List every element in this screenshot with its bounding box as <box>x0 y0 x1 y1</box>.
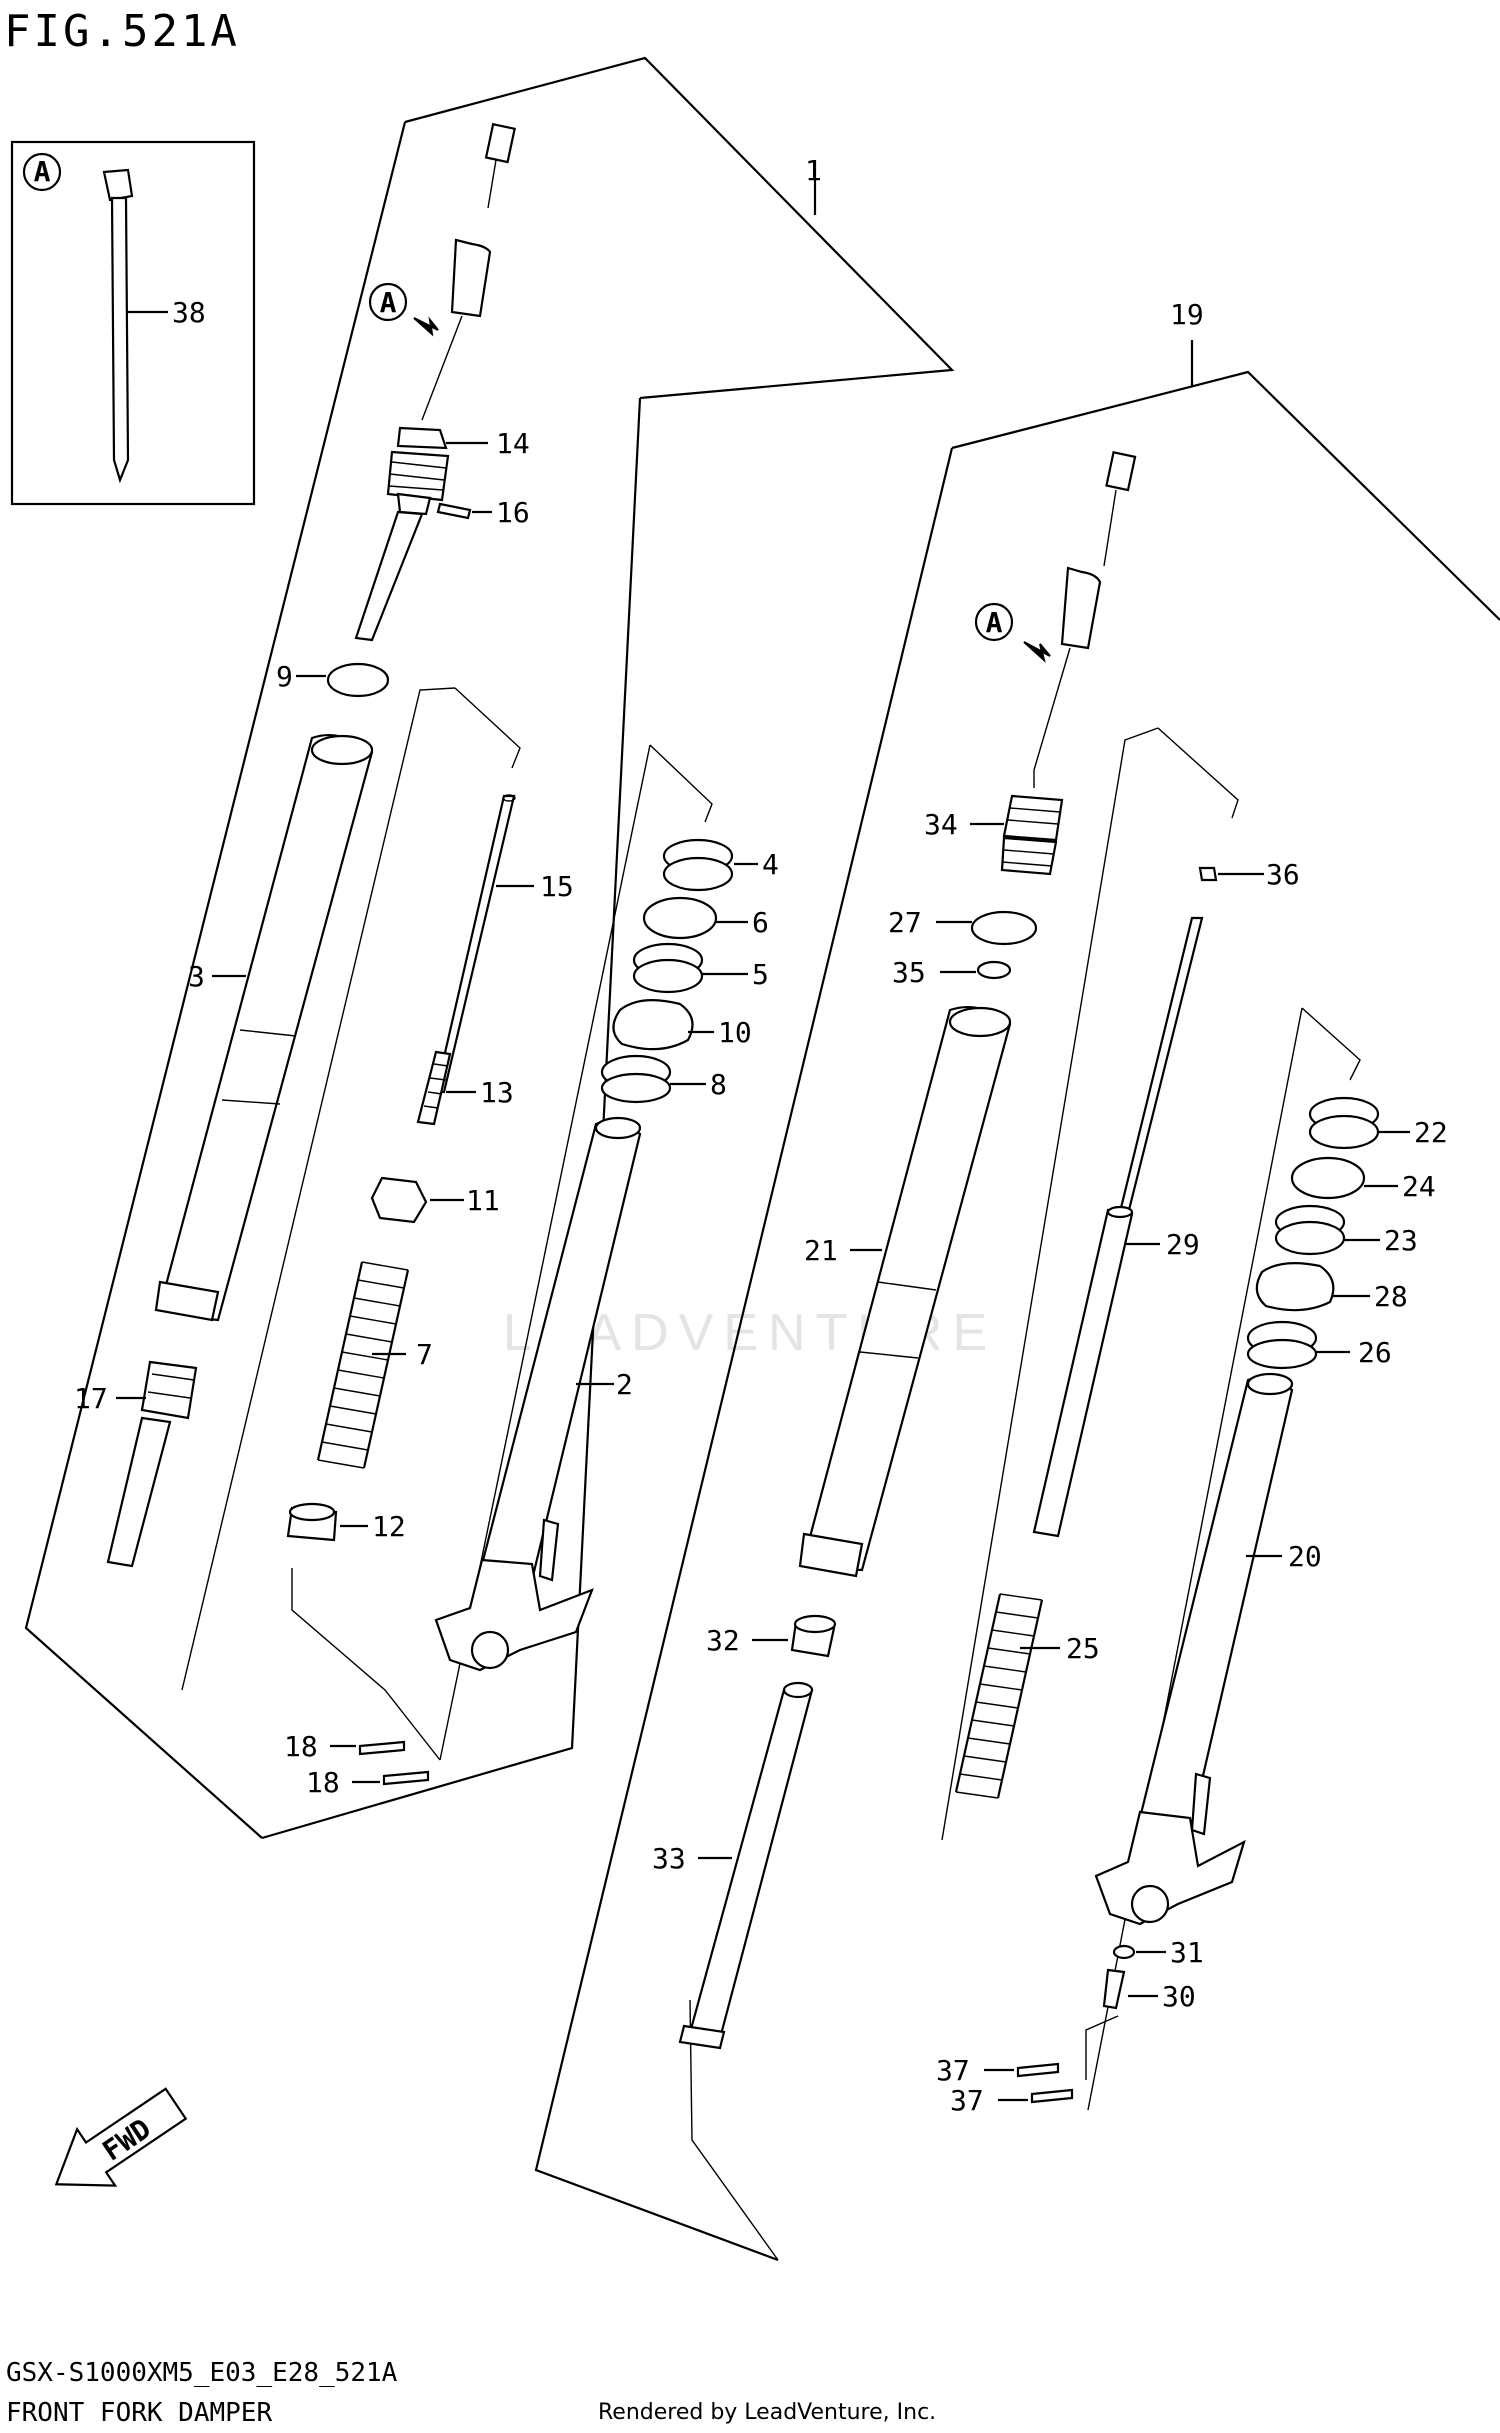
callout-10: 10 <box>718 1016 752 1049</box>
callout-14: 14 <box>496 427 530 460</box>
callout-21: 21 <box>804 1234 838 1267</box>
part-18-bolt-a <box>358 1740 406 1756</box>
callout-31: 31 <box>1170 1936 1204 1969</box>
arrow-marker-circle-right <box>974 602 1014 642</box>
inset-marker-circle <box>22 152 62 192</box>
callout-26: 26 <box>1358 1336 1392 1369</box>
callout-1: 1 <box>805 154 822 187</box>
callout-19: 19 <box>1170 298 1204 331</box>
part-23-oil-seal <box>1274 1204 1346 1256</box>
part-26-dust-seal <box>1246 1320 1318 1370</box>
assembly-19-outline: 19 <box>534 298 1500 2262</box>
callout-30: 30 <box>1162 1980 1196 2013</box>
callout-36: 36 <box>1266 858 1300 891</box>
part-37-bolt-b <box>1030 2088 1074 2104</box>
callout-22: 22 <box>1414 1116 1448 1149</box>
part-36-nut <box>1198 866 1218 882</box>
callout-35: 35 <box>892 956 926 989</box>
part-20-outer-tube <box>1094 1372 1294 1926</box>
part-14-damper-cap <box>354 426 450 642</box>
callout-5: 5 <box>752 958 769 991</box>
part-25-spring <box>954 1593 1044 1799</box>
callout-4: 4 <box>762 848 779 881</box>
part-5-oil-seal <box>632 942 704 994</box>
pointer-arrow-left <box>413 316 439 337</box>
part-10-stopper-ring <box>612 999 694 1051</box>
part-3-inner-tube <box>154 734 374 1322</box>
fwd-arrow: FWD <box>54 2087 188 2187</box>
part-9-o-ring <box>326 662 390 698</box>
callout-8: 8 <box>710 1068 727 1101</box>
callout-27: 27 <box>888 906 922 939</box>
part-17-bushing <box>106 1360 198 1568</box>
part-2-outer-tube <box>434 1116 642 1672</box>
callout-25: 25 <box>1066 1632 1100 1665</box>
part-21-inner-tube <box>798 1006 1012 1578</box>
inset-box: A 38 <box>10 140 256 506</box>
part-12-collar <box>286 1502 338 1542</box>
part-6-washer <box>642 896 718 940</box>
callout-11: 11 <box>466 1184 500 1217</box>
part-31-washer <box>1112 1944 1136 1960</box>
part-30-bolt <box>1102 1968 1126 2010</box>
credit: Rendered by LeadVenture, Inc. <box>598 2400 937 2425</box>
callout-17: 17 <box>74 1382 108 1415</box>
callout-2: 2 <box>616 1368 633 1401</box>
part-11-nut <box>370 1176 428 1224</box>
callout-29: 29 <box>1166 1228 1200 1261</box>
cable-tie <box>102 168 134 484</box>
callout-18b: 18 <box>306 1766 340 1799</box>
callout-18a: 18 <box>284 1730 318 1763</box>
section-name: FRONT FORK DAMPER <box>6 2398 273 2428</box>
callout-7: 7 <box>416 1338 433 1371</box>
sensor-cable-left <box>421 122 516 421</box>
part-35-small-o-ring <box>976 960 1012 980</box>
callout-20: 20 <box>1288 1540 1322 1573</box>
callout-34: 34 <box>924 808 958 841</box>
callout-13: 13 <box>480 1076 514 1109</box>
part-37-bolt-a <box>1016 2062 1060 2078</box>
part-32-bushing <box>790 1614 837 1658</box>
part-7-spring <box>316 1261 410 1469</box>
sensor-cable-right <box>1033 450 1137 788</box>
part-28-stopper-ring <box>1255 1261 1335 1312</box>
callout-37a: 37 <box>936 2054 970 2087</box>
model-code: GSX-S1000XM5_E03_E28_521A <box>6 2358 398 2388</box>
callout-23: 23 <box>1384 1224 1418 1257</box>
callout-37b: 37 <box>950 2084 984 2117</box>
callout-12: 12 <box>372 1510 406 1543</box>
part-27-o-ring <box>970 910 1038 946</box>
part-15-damper-rod <box>434 794 516 1094</box>
figure-title: FIG.521A <box>4 6 240 57</box>
callout-32: 32 <box>706 1624 740 1657</box>
inset-marker: A <box>34 155 51 188</box>
callout-24: 24 <box>1402 1170 1436 1203</box>
callout-28: 28 <box>1374 1280 1408 1313</box>
callout-6: 6 <box>752 906 769 939</box>
callout-15: 15 <box>540 870 574 903</box>
callout-3: 3 <box>188 960 205 993</box>
callout-16: 16 <box>496 496 530 529</box>
part-24-washer <box>1290 1156 1366 1200</box>
part-34-damper-cap <box>1000 794 1064 876</box>
part-16-bolt <box>436 502 472 520</box>
part-13-threaded-end <box>416 1050 452 1126</box>
arrow-marker-right: A <box>986 606 1003 639</box>
callout-33: 33 <box>652 1842 686 1875</box>
part-8-dust-seal <box>600 1054 672 1104</box>
arrow-marker-circle-left <box>368 282 408 322</box>
part-29-damper-rod <box>1032 916 1204 1538</box>
assembly-1-outline: 1 <box>24 56 955 1840</box>
part-33-lower-tube <box>678 1681 814 2050</box>
pointer-arrow-right <box>1023 641 1051 663</box>
part-18-bolt-b <box>382 1770 430 1786</box>
callout-38: 38 <box>172 296 206 329</box>
callout-9: 9 <box>276 660 293 693</box>
part-4-bushing <box>662 838 734 892</box>
arrow-marker-left: A <box>380 286 397 319</box>
part-22-bushing <box>1308 1096 1380 1150</box>
